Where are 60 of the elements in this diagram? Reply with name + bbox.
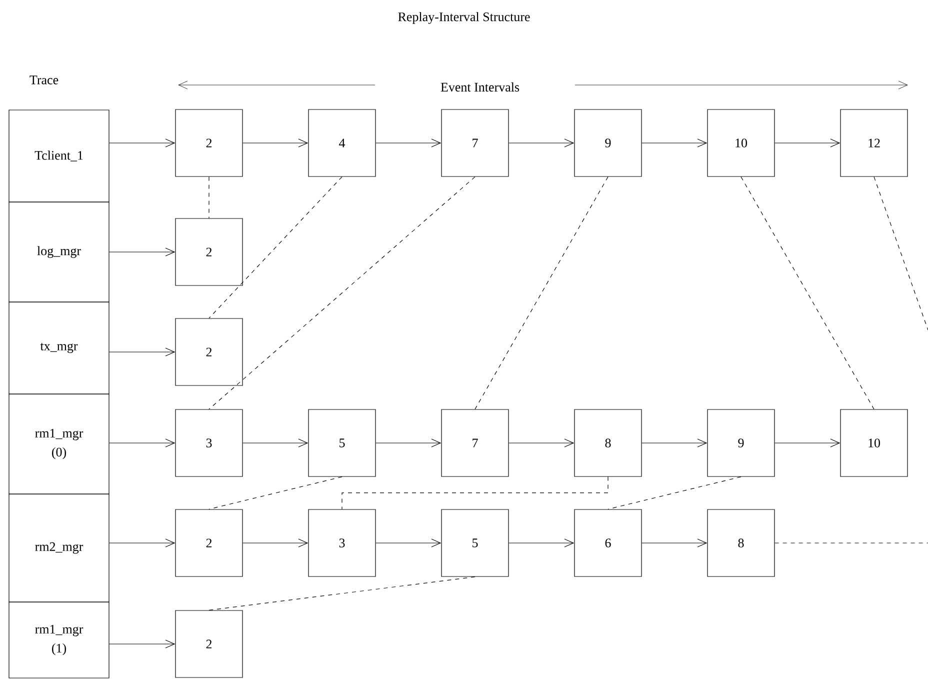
trace-cell: tx_mgr xyxy=(8,302,110,394)
trace-cell: rm1_mgr (0) xyxy=(8,394,110,494)
interval-box: 7 xyxy=(441,109,509,177)
trace-cell: Tclient_1 xyxy=(8,110,110,202)
dashed-line xyxy=(474,176,608,410)
arrow xyxy=(376,538,442,548)
title: Replay-Interval Structure xyxy=(398,12,530,24)
arrow xyxy=(242,138,308,148)
trace-cell: rm1_mgr (1) xyxy=(8,602,110,678)
arrow xyxy=(109,348,176,356)
interval-box: 5 xyxy=(308,409,376,477)
arrow xyxy=(242,438,308,448)
interval-box: 2 xyxy=(175,509,243,577)
arrow xyxy=(376,138,442,148)
arrow xyxy=(774,438,840,448)
interval-box: 5 xyxy=(441,509,509,577)
trace-cell: rm2_mgr xyxy=(8,494,110,602)
arrow xyxy=(642,538,708,548)
interval-box: 12 xyxy=(840,109,908,177)
interval-box: 8 xyxy=(707,509,775,577)
arrow xyxy=(642,438,708,448)
interval-box: 2 xyxy=(175,109,243,177)
dashed-line xyxy=(740,176,874,410)
interval-box: 10 xyxy=(707,109,775,177)
arrow xyxy=(508,438,574,448)
dashed-line xyxy=(342,476,608,510)
arrow xyxy=(774,138,840,148)
arrow xyxy=(508,138,574,148)
dashed-line xyxy=(208,476,342,510)
dashed-line xyxy=(208,176,210,218)
arrow xyxy=(376,438,442,448)
interval-box: 3 xyxy=(308,509,376,577)
interval-box: 3 xyxy=(175,409,243,477)
arrow xyxy=(109,138,176,148)
arrow xyxy=(242,538,308,548)
arrow xyxy=(109,438,176,448)
dashed-line xyxy=(208,576,476,610)
dashed-line xyxy=(208,176,476,410)
dashed-line xyxy=(608,476,742,510)
interval-box: 7 xyxy=(441,409,509,477)
interval-box: 6 xyxy=(574,509,642,577)
arrow xyxy=(508,538,574,548)
interval-box: 9 xyxy=(574,109,642,177)
arrow xyxy=(109,538,176,548)
arrow xyxy=(109,640,176,648)
interval-box: 2 xyxy=(175,610,243,678)
interval-box: 2 xyxy=(175,318,243,386)
dashed-line xyxy=(874,176,928,330)
column-header: Trace xyxy=(30,76,58,84)
trace-cell: log_mgr xyxy=(8,202,110,302)
interval-box: 10 xyxy=(840,409,908,477)
axis-label: Event Intervals xyxy=(440,82,520,92)
dashed-line xyxy=(208,176,342,318)
arrow xyxy=(642,138,708,148)
dashed-line xyxy=(774,542,928,544)
interval-box: 9 xyxy=(707,409,775,477)
interval-box: 8 xyxy=(574,409,642,477)
interval-box: 2 xyxy=(175,218,243,286)
interval-box: 4 xyxy=(308,109,376,177)
arrow xyxy=(109,248,176,256)
